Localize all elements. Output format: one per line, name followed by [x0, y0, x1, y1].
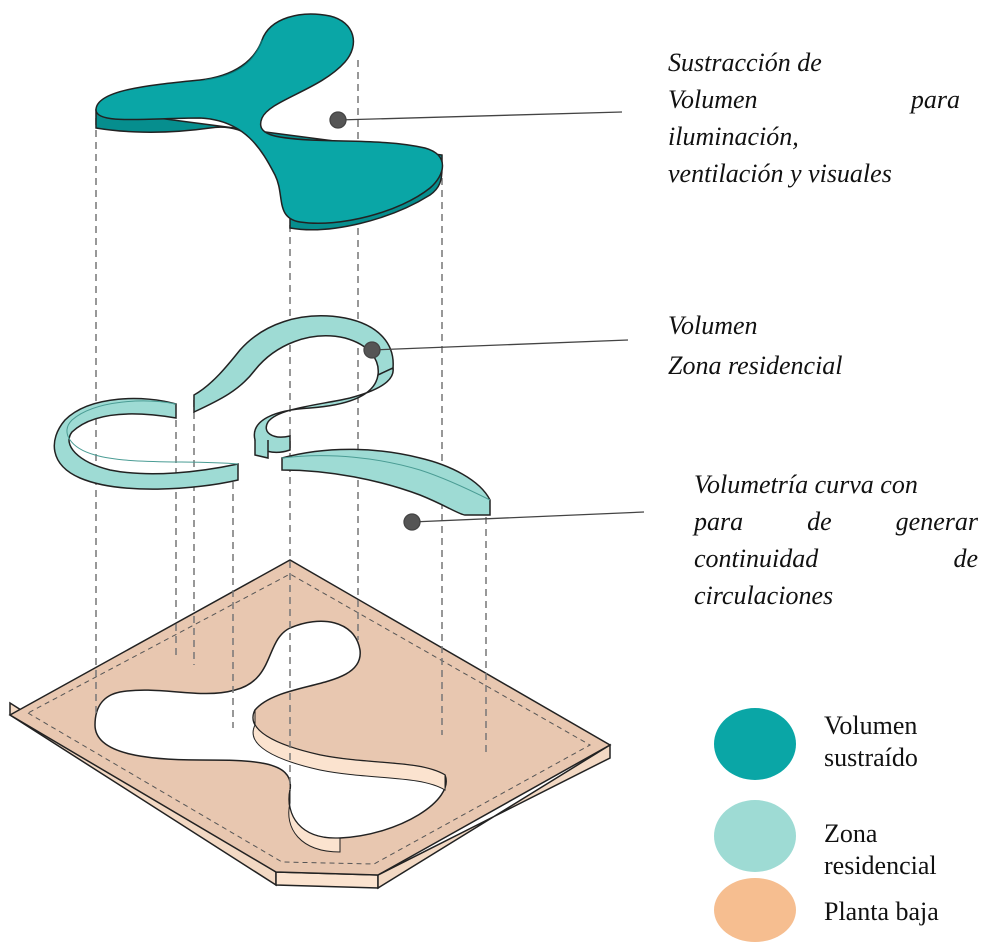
annotation-word: de — [807, 503, 832, 540]
annotation-sustraccion: Sustracción de Volumen para iluminación,… — [668, 44, 960, 192]
annotation-word: para — [694, 503, 743, 540]
annotation-word: continuidad — [694, 540, 818, 577]
legend-line: residencial — [824, 850, 937, 882]
annotation-word: para — [911, 81, 960, 118]
annotation-line: para de generar — [694, 503, 978, 540]
annotation-line: Volumetría curva con — [694, 466, 978, 503]
annotation-line: ventilación y visuales — [668, 155, 960, 192]
annotation-line: Volumen para — [668, 81, 960, 118]
planta-baja-slab — [10, 560, 610, 888]
annotation-line: iluminación, — [668, 118, 960, 155]
legend-swatch-planta-baja — [714, 878, 796, 942]
zona-residencial-shapes — [54, 316, 490, 515]
annotation-line: Volumen — [668, 306, 928, 346]
annotation-residencial: Volumen Zona residencial — [668, 306, 928, 386]
legend-label-planta-baja: Planta baja — [824, 896, 939, 928]
annotation-line: Zona residencial — [668, 346, 928, 386]
legend-line: Volumen — [824, 710, 918, 742]
legend-swatch-zona-residencial — [714, 800, 796, 872]
legend-label-volumen-sustraido: Volumen sustraído — [824, 710, 918, 774]
annotation-curva: Volumetría curva con para de generar con… — [694, 466, 978, 614]
volumen-sustraido-shape — [96, 14, 443, 230]
annotation-line: circulaciones — [694, 577, 978, 614]
annotation-line: Sustracción de — [668, 44, 960, 81]
annotation-word: Volumen — [668, 81, 758, 118]
legend-line: Zona — [824, 818, 937, 850]
legend-label-zona-residencial: Zona residencial — [824, 818, 937, 882]
annotation-word: de — [953, 540, 978, 577]
annotation-line: continuidad de — [694, 540, 978, 577]
legend-line: sustraído — [824, 742, 918, 774]
legend-swatch-volumen-sustraido — [714, 708, 796, 780]
annotation-word: generar — [896, 503, 978, 540]
legend-line: Planta baja — [824, 896, 939, 928]
